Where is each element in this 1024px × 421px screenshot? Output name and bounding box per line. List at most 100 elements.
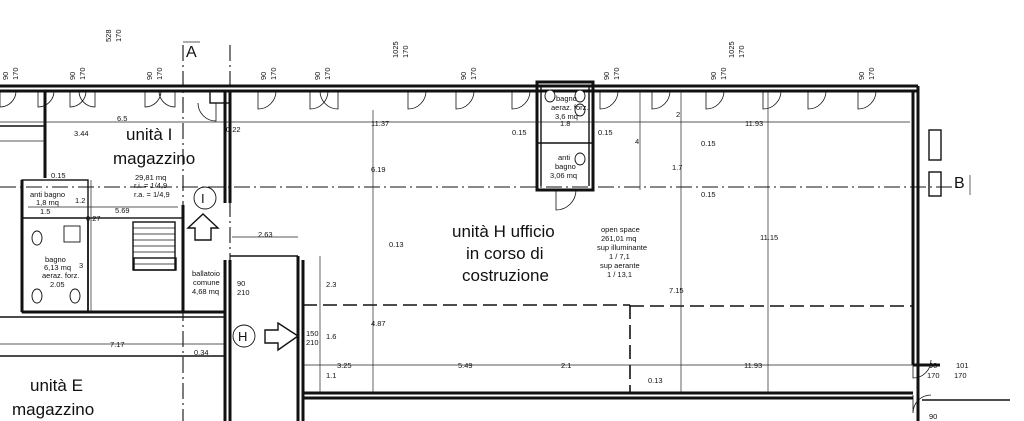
dim-4: 4 bbox=[635, 137, 639, 146]
dim-1-6: 1.6 bbox=[326, 332, 336, 341]
dim-1-1: 1.1 bbox=[326, 371, 336, 380]
dim-150-210-w: 150 bbox=[306, 329, 319, 338]
top-dim-1025b: 1025 bbox=[727, 41, 736, 58]
dim-5-69: 5.69 bbox=[115, 206, 130, 215]
dim-0-15-d: 0.15 bbox=[701, 190, 716, 199]
bagno-top-area: 3,6 mq bbox=[555, 112, 578, 121]
bagno-left-aeraz: aeraz. forz. bbox=[42, 271, 80, 280]
top-dim-90-a: 90 bbox=[1, 72, 10, 80]
stair bbox=[132, 213, 300, 352]
dim-right-bottom-90: 90 bbox=[929, 412, 937, 421]
top-dim-170-e: 170 bbox=[323, 67, 332, 80]
top-dimensions: 528 170 1025 170 1025 170 90 170 90 170 … bbox=[1, 29, 876, 80]
dim-5-49: 5.49 bbox=[458, 361, 473, 370]
dim-right-170: 170 bbox=[927, 371, 940, 380]
unita-h-status: costruzione bbox=[462, 266, 549, 285]
axis-marker-h-label: H bbox=[238, 329, 247, 344]
top-dim-170-h: 170 bbox=[719, 67, 728, 80]
bagno-top-title: bagno bbox=[556, 94, 577, 103]
dim-3-25: 3.25 bbox=[337, 361, 352, 370]
dim-0-13-a: 0.13 bbox=[389, 240, 404, 249]
dim-150-210-h: 210 bbox=[306, 338, 319, 347]
top-dim-170-c: 170 bbox=[155, 67, 164, 80]
bagno-left-area: 6,13 mq bbox=[44, 263, 71, 272]
dim-6-19: 6.19 bbox=[371, 165, 386, 174]
bagno-left-title: bagno bbox=[45, 255, 66, 264]
dim-1-7: 1.7 bbox=[672, 163, 682, 172]
unita-h-title: unità H ufficio bbox=[452, 222, 555, 241]
dim-right-170b: 170 bbox=[954, 371, 967, 380]
unita-i-ra: r.a. = 1/4,9 bbox=[134, 190, 170, 199]
open-space-area: 261,01 mq bbox=[601, 234, 636, 243]
dim-0-22: 0.22 bbox=[226, 125, 241, 134]
unita-i-ri: r.i. = 1/4,9 bbox=[134, 181, 167, 190]
dim-11-93-top: 11.93 bbox=[745, 119, 763, 128]
unita-e-title: unità E bbox=[30, 376, 83, 395]
dim-6-5: 6.5 bbox=[117, 114, 127, 123]
axis-a-label: A bbox=[186, 44, 197, 61]
dim-1-2: 1.2 bbox=[75, 196, 85, 205]
top-dim-170-g: 170 bbox=[612, 67, 621, 80]
top-dim-1025a: 1025 bbox=[391, 41, 400, 58]
top-dim-528: 528 bbox=[104, 29, 113, 42]
anti-bagno-mid-subtitle: bagno bbox=[555, 162, 576, 171]
open-space-aerante: sup aerante bbox=[600, 261, 640, 270]
dim-0-15-a: 0.15 bbox=[512, 128, 527, 137]
dimension-values: 6.5 3.44 0.22 11.37 0.15 1.8 0.15 2 11.9… bbox=[40, 110, 969, 421]
dim-2-1: 2.1 bbox=[561, 361, 571, 370]
dim-0-27: 0.27 bbox=[86, 214, 101, 223]
dim-2-3: 2.3 bbox=[326, 280, 336, 289]
top-dim-1025b-h: 170 bbox=[737, 45, 746, 58]
top-dim-90-d: 90 bbox=[259, 72, 268, 80]
dim-7-17: 7.17 bbox=[110, 340, 125, 349]
top-dim-528-h: 170 bbox=[114, 29, 123, 42]
axis-b-label: B bbox=[954, 175, 965, 192]
dim-right-90: 90 bbox=[929, 361, 937, 370]
anti-bagno-left-title: anti bagno bbox=[30, 190, 65, 199]
unita-h-subtitle: in corso di bbox=[466, 244, 543, 263]
top-dim-1025a-h: 170 bbox=[401, 45, 410, 58]
open-space-illuminante-value: 1 / 7,1 bbox=[609, 252, 630, 261]
top-dim-170-i: 170 bbox=[867, 67, 876, 80]
dim-2-63: 2.63 bbox=[258, 230, 273, 239]
unita-i-title: unità I bbox=[126, 125, 172, 144]
dim-11-37: 11.37 bbox=[371, 119, 389, 128]
open-space-illuminante: sup illuminante bbox=[597, 243, 647, 252]
dim-11-15: 11.15 bbox=[760, 233, 778, 242]
anti-bagno-mid-area: 3,06 mq bbox=[550, 171, 577, 180]
bagno-top-aeraz: aeraz. forz. bbox=[551, 103, 589, 112]
fixtures bbox=[31, 89, 586, 304]
ballatoio-subtitle: comune bbox=[193, 278, 220, 287]
dim-1-8: 1.8 bbox=[560, 119, 570, 128]
dim-3: 3 bbox=[79, 261, 83, 270]
dim-2-05: 2.05 bbox=[50, 280, 65, 289]
dimension-lines bbox=[0, 91, 913, 393]
dim-1-5: 1.5 bbox=[40, 207, 50, 216]
dim-0-15-c: 0.15 bbox=[701, 139, 716, 148]
ballatoio-title: ballatoio bbox=[192, 269, 220, 278]
anti-bagno-mid-title: anti bbox=[558, 153, 570, 162]
open-space-title: open space bbox=[601, 225, 640, 234]
top-dim-90-f: 90 bbox=[459, 72, 468, 80]
top-dim-90-b: 90 bbox=[68, 72, 77, 80]
dim-7-15: 7.15 bbox=[669, 286, 684, 295]
top-dim-170-b: 170 bbox=[78, 67, 87, 80]
dim-90-210-h: 210 bbox=[237, 288, 250, 297]
anti-bagno-left-area: 1,8 mq bbox=[36, 198, 59, 207]
unita-i-subtitle: magazzino bbox=[113, 149, 195, 168]
top-dim-170-a: 170 bbox=[11, 67, 20, 80]
unita-e-subtitle: magazzino bbox=[12, 400, 94, 419]
top-dim-90-e: 90 bbox=[313, 72, 322, 80]
axis-marker-i: I bbox=[193, 186, 217, 210]
top-dim-90-g: 90 bbox=[602, 72, 611, 80]
dim-3-44: 3.44 bbox=[74, 129, 89, 138]
axis-labels: A B I H bbox=[183, 41, 971, 348]
walls bbox=[0, 80, 1010, 421]
dim-0-34: 0.34 bbox=[194, 348, 209, 357]
dim-11-93-bottom: 11.93 bbox=[744, 361, 762, 370]
top-dim-170-f: 170 bbox=[469, 67, 478, 80]
top-dim-90-h: 90 bbox=[709, 72, 718, 80]
top-dim-170-d: 170 bbox=[269, 67, 278, 80]
unita-i-area: 29,81 mq bbox=[135, 173, 166, 182]
